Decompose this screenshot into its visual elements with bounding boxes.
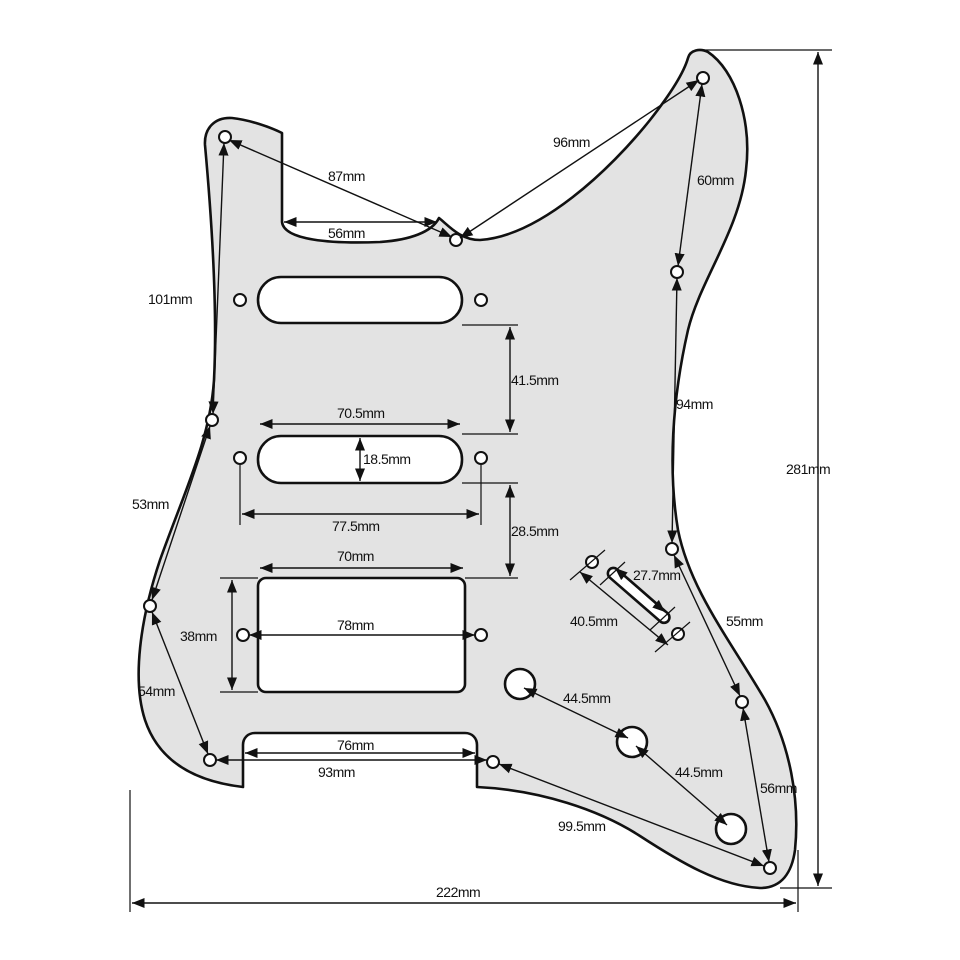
knob-hole-1	[503, 667, 537, 701]
dim-label-99-5mm: 99.5mm	[558, 818, 606, 834]
dim-label-94mm: 94mm	[676, 396, 713, 412]
dim-label-76mm: 76mm	[337, 737, 374, 753]
dim-label-44-5mm-b: 44.5mm	[675, 764, 723, 780]
dim-label-60mm: 60mm	[697, 172, 734, 188]
dim-label-53mm: 53mm	[132, 496, 169, 512]
dim-label-41-5mm: 41.5mm	[511, 372, 559, 388]
dim-label-54mm: 54mm	[138, 683, 175, 699]
dim-label-222mm: 222mm	[436, 884, 480, 900]
dim-label-55mm: 55mm	[726, 613, 763, 629]
dim-label-96mm: 96mm	[553, 134, 590, 150]
dim-label-27-7mm: 27.7mm	[633, 567, 681, 583]
dim-label-44-5mm-a: 44.5mm	[563, 690, 611, 706]
dim-label-78mm: 78mm	[337, 617, 374, 633]
pickup-slot-neck	[256, 275, 464, 325]
dim-label-101mm: 101mm	[148, 291, 192, 307]
extension-lines	[129, 49, 832, 912]
dim-label-28-5mm: 28.5mm	[511, 523, 559, 539]
dim-label-40-5mm: 40.5mm	[570, 613, 618, 629]
dimension-lines	[132, 51, 824, 909]
dim-label-77-5mm: 77.5mm	[332, 518, 380, 534]
screw-holes	[143, 71, 777, 875]
dim-label-93mm: 93mm	[318, 764, 355, 780]
dim-label-70-5mm: 70.5mm	[337, 405, 385, 421]
dim-label-56mm-b: 56mm	[760, 780, 797, 796]
dim-label-281mm: 281mm	[786, 461, 830, 477]
dim-label-18-5mm: 18.5mm	[363, 451, 411, 467]
dim-label-87mm: 87mm	[328, 168, 365, 184]
dim-label-38mm: 38mm	[180, 628, 217, 644]
dim-label-70mm: 70mm	[337, 548, 374, 564]
dim-label-56mm: 56mm	[328, 225, 365, 241]
